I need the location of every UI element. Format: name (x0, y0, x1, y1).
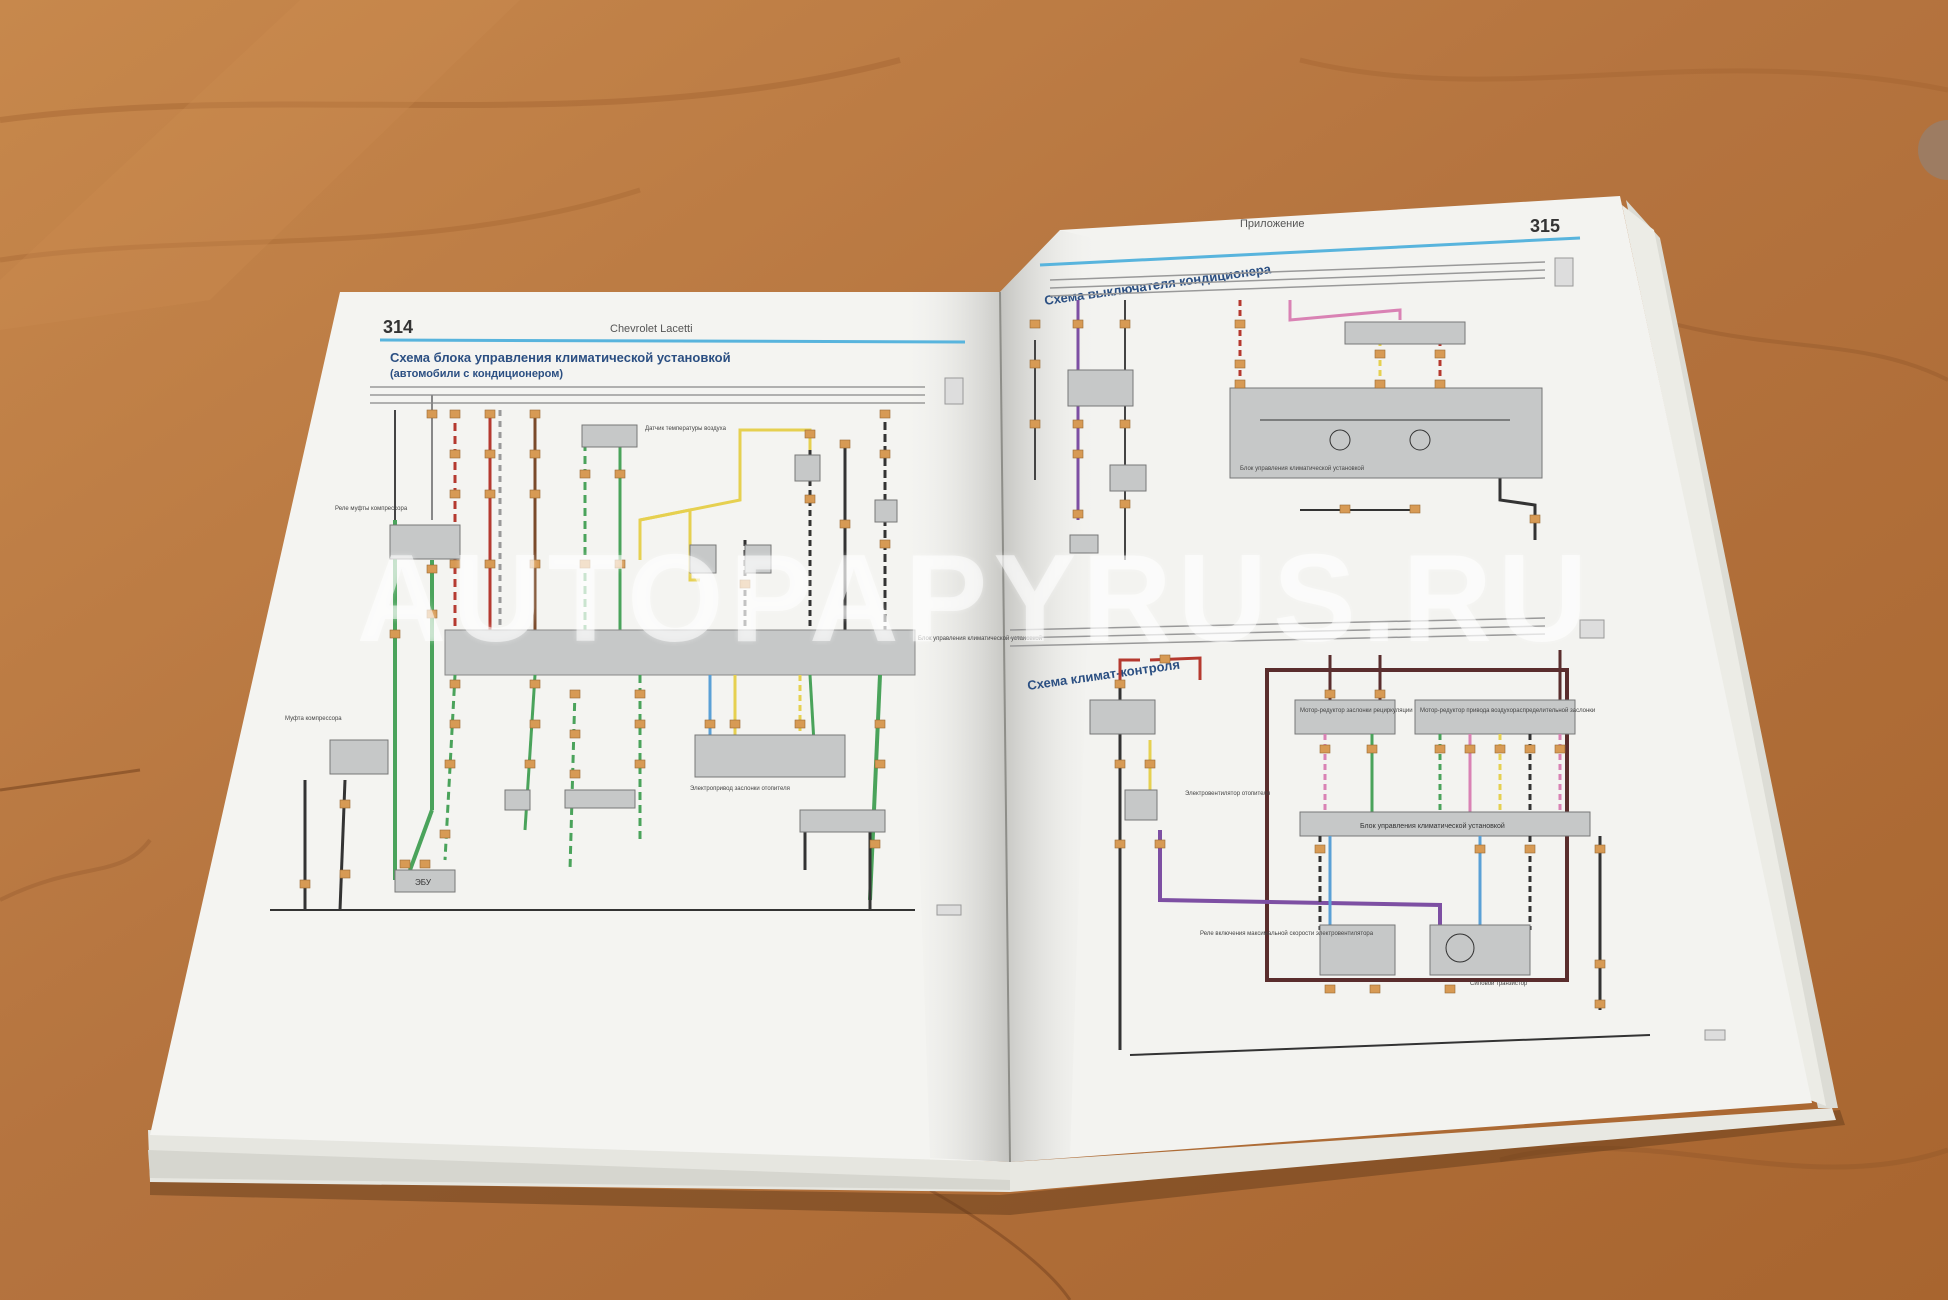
relay-clutch-label: Реле муфты компрессора (335, 506, 408, 512)
fan-motor-label: Электровентилятор отопителя (1185, 791, 1270, 797)
power-transistor-label: Силовой транзистор (1470, 980, 1528, 987)
right-running-head: Приложение (1240, 218, 1305, 230)
right-control-module-label-bottom: Блок управления климатической установкой (1360, 822, 1505, 830)
ecu-label: ЭБУ (415, 878, 432, 887)
left-page-content: 314 Chevrolet Lacetti Схема блока управл… (270, 317, 1042, 916)
left-page (150, 292, 1010, 1162)
mode-motor-label: Мотор-редуктор привода воздухораспредели… (1420, 707, 1595, 714)
left-module-label: Блок управления климатической установкой (918, 635, 1042, 642)
clutch-label: Муфта компрессора (285, 716, 342, 722)
right-page-number: 315 (1530, 216, 1560, 236)
left-diagram-title: Схема блока управления климатической уст… (390, 350, 731, 365)
left-running-head: Chevrolet Lacetti (610, 323, 693, 335)
right-page (1000, 196, 1812, 1162)
left-diagram-subtitle: (автомобили с кондиционером) (390, 368, 563, 380)
recirculation-motor-label: Мотор-редуктор заслонки рециркуляции (1300, 708, 1413, 714)
book (148, 196, 1845, 1215)
fan-relay-label: Реле включения максимальной скорости эле… (1200, 930, 1374, 937)
right-control-module-label-top: Блок управления климатической установкой (1240, 465, 1364, 472)
evaporator-sensor-label: Датчик температуры воздуха (645, 426, 727, 432)
left-page-number: 314 (383, 317, 413, 337)
blower-motor-label: Электропривод заслонки отопителя (690, 786, 790, 792)
